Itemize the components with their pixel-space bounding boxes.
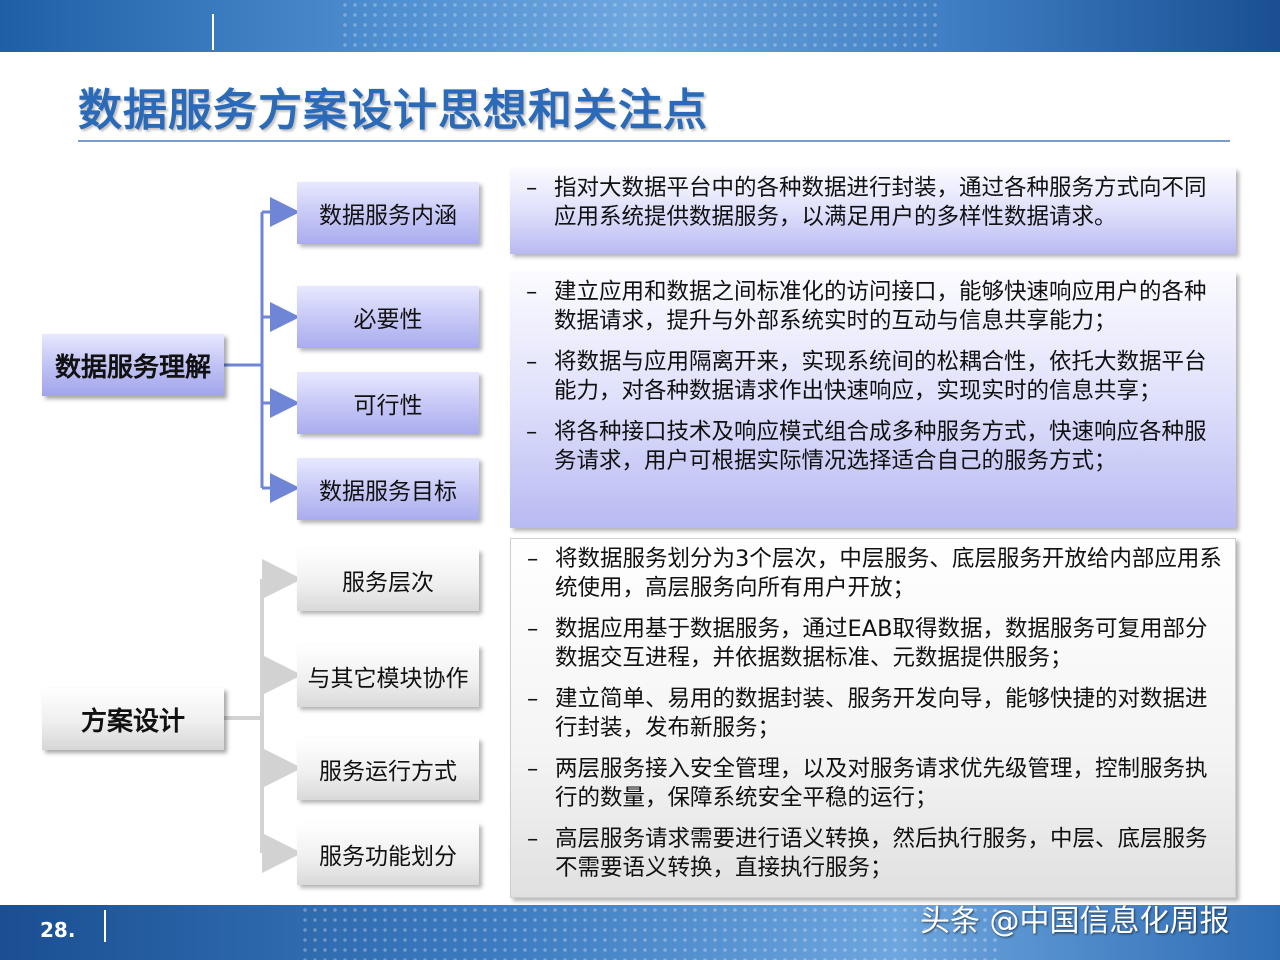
- panel-connotation: –指对大数据平台中的各种数据进行封装，通过各种服务方式向不同应用系统提供数据服务…: [510, 168, 1236, 254]
- sub-node-connotation: 数据服务内涵: [297, 182, 479, 244]
- bullet-text: 指对大数据平台中的各种数据进行封装，通过各种服务方式向不同应用系统提供数据服务，…: [554, 175, 1207, 230]
- sub-node-function-division: 服务功能划分: [297, 823, 479, 885]
- bullet-text: 高层服务请求需要进行语义转换，然后执行服务，中层、底层服务不需要语义转换，直接执…: [555, 826, 1208, 881]
- main-node-solution-design: 方案设计: [42, 688, 224, 750]
- bullet-text: 建立应用和数据之间标准化的访问接口，能够快速响应用户的各种数据请求，提升与外部系…: [554, 279, 1207, 334]
- connector-group-understanding: [224, 197, 300, 503]
- dash-marker: –: [526, 279, 538, 305]
- slide-title: 数据服务方案设计思想和关注点: [78, 85, 708, 136]
- dash-marker: –: [527, 546, 539, 572]
- sub-node-module-collaboration: 与其它模块协作: [297, 645, 479, 707]
- sub-node-service-levels: 服务层次: [297, 549, 479, 611]
- bullet-item: –指对大数据平台中的各种数据进行封装，通过各种服务方式向不同应用系统提供数据服务…: [520, 174, 1226, 232]
- bullet-text: 将各种接口技术及响应模式组合成多种服务方式，快速响应各种服务请求，用户可根据实际…: [554, 419, 1207, 474]
- dash-marker: –: [526, 175, 538, 201]
- header-pattern: [340, 0, 940, 52]
- page-number: 28.: [40, 918, 76, 942]
- dash-marker: –: [526, 349, 538, 375]
- panel-necessity-feasibility-goal: –建立应用和数据之间标准化的访问接口，能够快速响应用户的各种数据请求，提升与外部…: [510, 272, 1236, 528]
- dash-marker: –: [527, 826, 539, 852]
- bullet-item: –将各种接口技术及响应模式组合成多种服务方式，快速响应各种服务请求，用户可根据实…: [520, 418, 1226, 476]
- bullet-text: 将数据服务划分为3个层次，中层服务、底层服务开放给内部应用系统使用，高层服务向所…: [555, 546, 1222, 601]
- dash-marker: –: [527, 756, 539, 782]
- sub-node-operation-mode: 服务运行方式: [297, 738, 479, 800]
- header-separator: [212, 14, 214, 50]
- main-node-data-service-understanding: 数据服务理解: [42, 334, 224, 396]
- sub-node-necessity: 必要性: [297, 286, 479, 348]
- bullet-item: –两层服务接入安全管理，以及对服务请求优先级管理，控制服务执行的数量，保障系统安…: [521, 755, 1225, 813]
- title-underline: [78, 140, 1230, 142]
- dash-marker: –: [527, 686, 539, 712]
- dash-marker: –: [527, 616, 539, 642]
- sub-node-feasibility: 可行性: [297, 372, 479, 434]
- bullet-text: 将数据与应用隔离开来，实现系统间的松耦合性，依托大数据平台能力，对各种数据请求作…: [554, 349, 1207, 404]
- bullet-item: –建立简单、易用的数据封装、服务开发向导，能够快捷的对数据进行封装，发布新服务；: [521, 685, 1225, 743]
- connector-group-design: [224, 559, 302, 873]
- bullet-text: 两层服务接入安全管理，以及对服务请求优先级管理，控制服务执行的数量，保障系统安全…: [555, 756, 1208, 811]
- bullet-item: –建立应用和数据之间标准化的访问接口，能够快速响应用户的各种数据请求，提升与外部…: [520, 278, 1226, 336]
- bullet-item: –数据应用基于数据服务，通过EAB取得数据，数据服务可复用部分数据交互进程，并依…: [521, 615, 1225, 673]
- bullet-item: –高层服务请求需要进行语义转换，然后执行服务，中层、底层服务不需要语义转换，直接…: [521, 825, 1225, 883]
- sub-node-goal: 数据服务目标: [297, 458, 479, 520]
- bullet-item: –将数据服务划分为3个层次，中层服务、底层服务开放给内部应用系统使用，高层服务向…: [521, 545, 1225, 603]
- watermark: 头条 @中国信息化周报: [920, 904, 1230, 939]
- bullet-text: 建立简单、易用的数据封装、服务开发向导，能够快捷的对数据进行封装，发布新服务；: [555, 686, 1208, 741]
- panel-solution-design: –将数据服务划分为3个层次，中层服务、底层服务开放给内部应用系统使用，高层服务向…: [510, 538, 1236, 898]
- footer-bar: [0, 905, 1280, 960]
- dash-marker: –: [526, 419, 538, 445]
- bullet-text: 数据应用基于数据服务，通过EAB取得数据，数据服务可复用部分数据交互进程，并依据…: [555, 616, 1208, 671]
- footer-pattern: [300, 905, 1000, 960]
- footer-separator: [104, 910, 106, 942]
- bullet-item: –将数据与应用隔离开来，实现系统间的松耦合性，依托大数据平台能力，对各种数据请求…: [520, 348, 1226, 406]
